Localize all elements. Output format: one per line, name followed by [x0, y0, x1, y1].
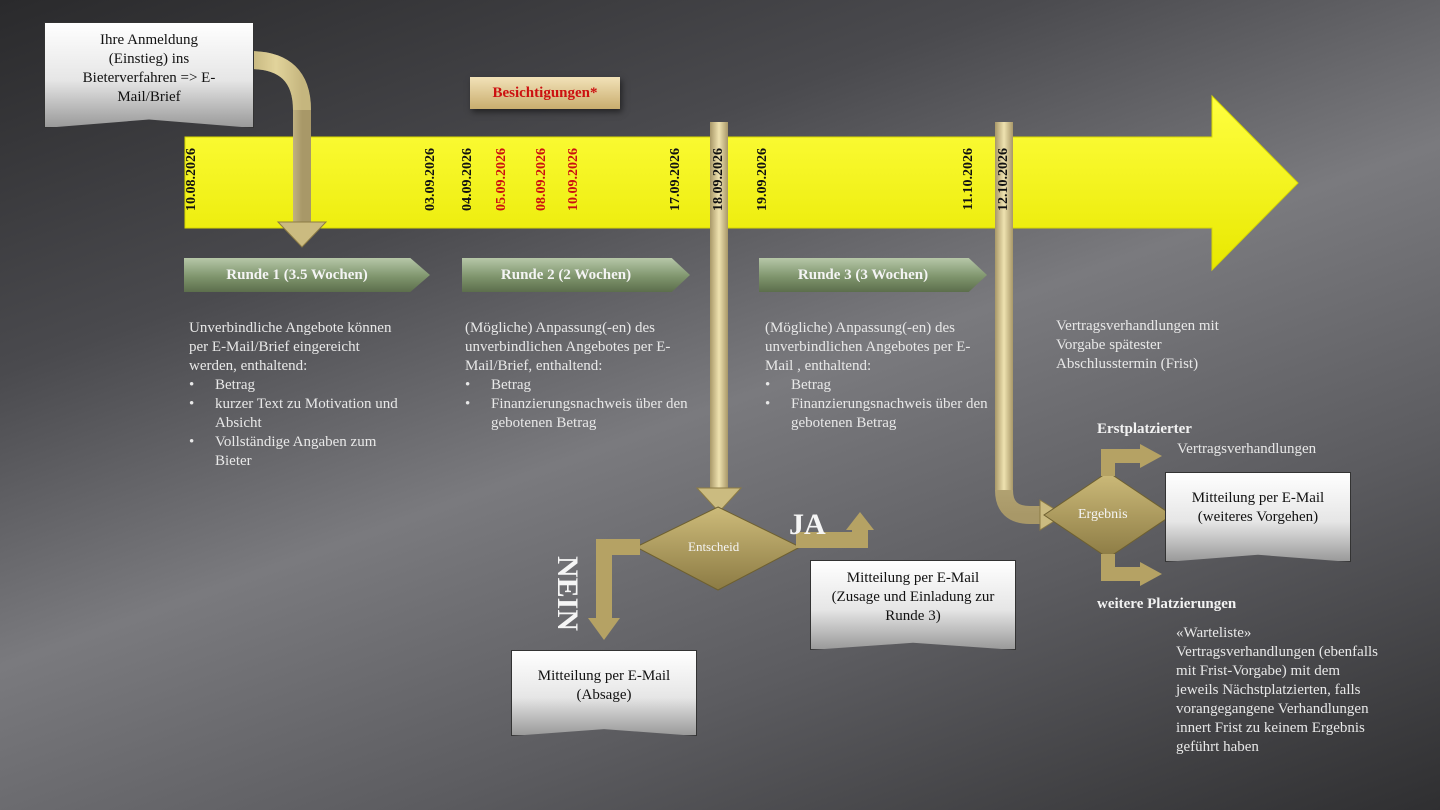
round-3-arrow: Runde 3 (3 Wochen) — [759, 258, 987, 292]
round-1-arrow: Runde 1 (3.5 Wochen) — [184, 258, 430, 292]
decision-no-label: NEIN — [551, 556, 584, 632]
round-1-description: Unverbindliche Angebote können per E-Mai… — [189, 319, 404, 471]
date-label-highlight: 08.09.2026 — [534, 148, 549, 211]
round-3-bullets: Betrag Finanzierungsnachweis über den ge… — [765, 376, 990, 433]
decision-yes-label: JA — [789, 508, 826, 541]
first-place-text: Vertragsverhandlungen — [1177, 441, 1317, 457]
timeline-arrow — [184, 94, 1299, 272]
round-2-arrow: Runde 2 (2 Wochen) — [462, 258, 690, 292]
list-item: Finanzierungsnachweis über den gebotenen… — [465, 395, 705, 433]
round-1-intro: Unverbindliche Angebote können per E-Mai… — [189, 320, 392, 374]
date-label-highlight: 10.09.2026 — [566, 148, 581, 211]
list-item: Vollständige Angaben zum Bieter — [189, 433, 404, 471]
list-item: Betrag — [189, 376, 404, 395]
round-1-bullets: Betrag kurzer Text zu Motivation und Abs… — [189, 376, 404, 471]
besichtigungen-label: Besichtigungen* — [470, 77, 620, 109]
date-label: 18.09.2026 — [711, 148, 726, 211]
rejection-box: Mitteilung per E-Mail (Absage) — [511, 650, 697, 736]
decision-label: Entscheid — [688, 539, 740, 554]
date-label: 19.09.2026 — [755, 148, 770, 211]
final-description: Vertragsverhandlungen mit Vorgabe spätes… — [1056, 318, 1219, 372]
date-label-highlight: 05.09.2026 — [494, 148, 509, 211]
list-item: Betrag — [465, 376, 705, 395]
round-2-bullets: Betrag Finanzierungsnachweis über den ge… — [465, 376, 705, 433]
date-label: 17.09.2026 — [668, 148, 683, 211]
result-label: Ergebnis — [1078, 507, 1128, 522]
date-label: 10.08.2026 — [184, 148, 199, 211]
round-2-intro: (Mögliche) Anpassung(-en) des unverbindl… — [465, 320, 671, 374]
round-3-description: (Mögliche) Anpassung(-en) des unverbindl… — [765, 319, 990, 433]
list-item: Finanzierungsnachweis über den gebotenen… — [765, 395, 990, 433]
first-place-heading: Erstplatzierter — [1097, 421, 1192, 437]
date-label: 03.09.2026 — [423, 148, 438, 211]
round-2-description: (Mögliche) Anpassung(-en) des unverbindl… — [465, 319, 705, 433]
intro-box: Ihre Anmeldung (Einstieg) ins Bieterverf… — [44, 22, 254, 128]
other-places-text: «Warteliste» Vertragsverhandlungen (eben… — [1176, 625, 1379, 755]
date-label: 04.09.2026 — [460, 148, 475, 211]
decision-diamond — [634, 506, 802, 591]
other-places-heading: weitere Platzierungen — [1097, 596, 1237, 612]
acceptance-box: Mitteilung per E-Mail (Zusage und Einlad… — [810, 560, 1016, 650]
list-item: Betrag — [765, 376, 990, 395]
list-item: kurzer Text zu Motivation und Absicht — [189, 395, 404, 433]
decision-pipe — [710, 122, 728, 490]
result-pipe — [995, 122, 1042, 524]
date-label: 11.10.2026 — [961, 148, 976, 211]
date-label: 12.10.2026 — [996, 148, 1011, 211]
result-box: Mitteilung per E-Mail (weiteres Vorgehen… — [1165, 472, 1351, 562]
round-3-intro: (Mögliche) Anpassung(-en) des unverbindl… — [765, 320, 971, 374]
